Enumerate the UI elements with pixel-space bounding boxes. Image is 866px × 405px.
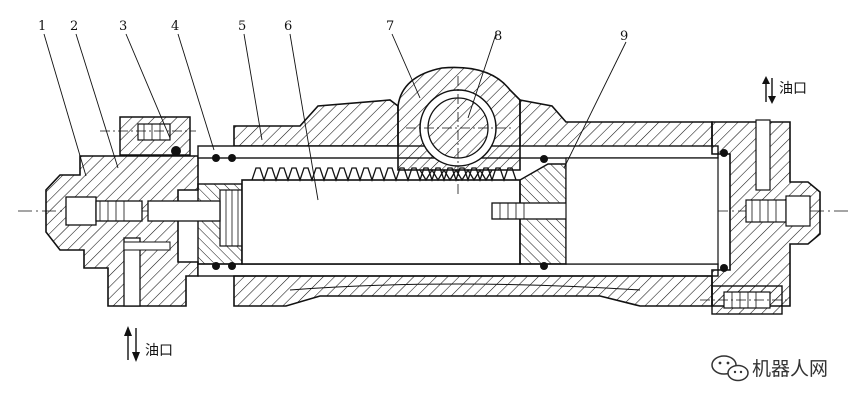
right-end-cap (700, 119, 821, 315)
part-label-1: 1 (38, 19, 46, 34)
part-label-4: 4 (171, 19, 179, 34)
pinion-housing (397, 66, 521, 196)
part-labels: 1 2 3 4 5 6 7 8 9 (38, 19, 628, 44)
part-label-6: 6 (284, 19, 292, 34)
leader-lines (43, 33, 627, 201)
left-piston (147, 183, 243, 265)
oil-flow-arrow-icon (762, 76, 776, 104)
oil-flow-arrow-icon (124, 326, 140, 362)
oil-port-label-bottom: 油口 (145, 343, 173, 359)
rack (241, 167, 521, 265)
watermark: 机器人网 (711, 355, 828, 382)
part-label-5: 5 (238, 19, 246, 34)
oil-port-label-top: 油口 (779, 81, 807, 97)
part-label-7: 7 (386, 19, 394, 34)
watermark-text: 机器人网 (752, 358, 828, 380)
left-top-bolt (100, 116, 196, 156)
part-label-2: 2 (70, 19, 78, 34)
left-end-cap (45, 155, 199, 307)
part-label-8: 8 (494, 29, 502, 44)
wechat-logo-icon (711, 355, 749, 382)
right-chamber (565, 157, 719, 265)
part-label-3: 3 (119, 19, 127, 34)
part-label-9: 9 (620, 29, 628, 44)
